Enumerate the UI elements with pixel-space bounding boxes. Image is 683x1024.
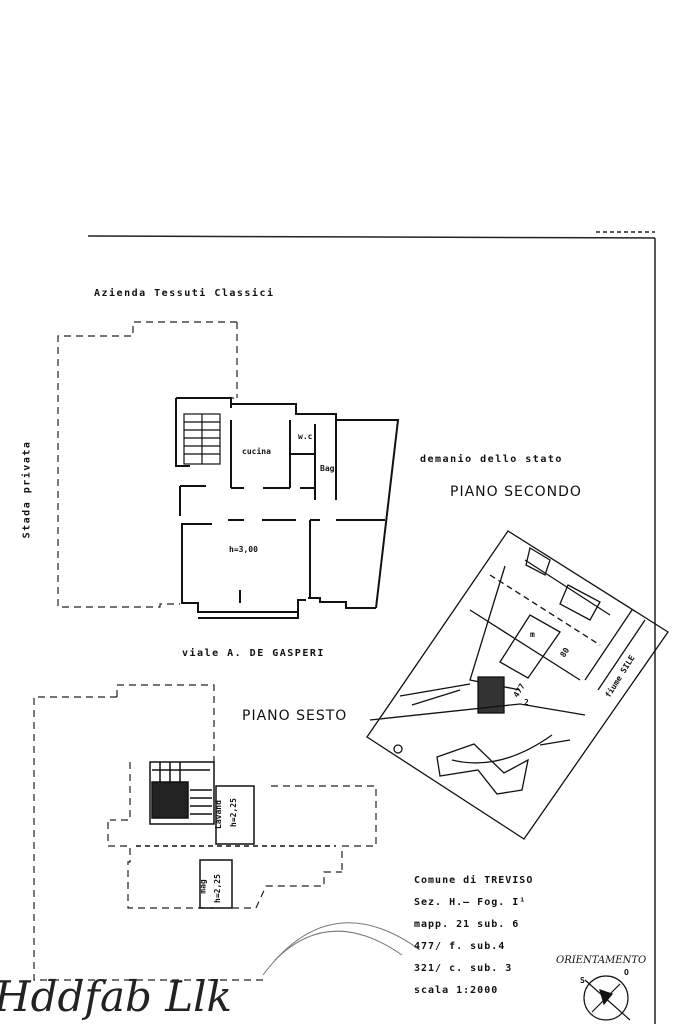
stamp-circle — [262, 922, 421, 976]
piano-secondo-title: PIANO SECONDO — [450, 484, 582, 500]
strada-label: Stada privata — [21, 440, 33, 539]
room-wc: w.c — [298, 432, 313, 441]
site-plan — [366, 530, 669, 840]
map-parcel-2: 2 — [524, 698, 529, 707]
cadastral-comune: Comune di TREVISO — [414, 875, 534, 886]
room-height-magazzino: h=2,25 — [212, 874, 222, 903]
room-lavanderia: Lavand — [213, 800, 223, 829]
room-height-secondo: h=3,00 — [229, 545, 258, 554]
map-parcel-m: m — [530, 630, 535, 639]
cadastral-line5: 321/ c. sub. 3 — [414, 963, 513, 974]
piano-secondo-walls — [175, 397, 400, 619]
compass-rose — [583, 975, 631, 1021]
viale-label: viale A. DE GASPERI — [182, 648, 325, 659]
piano-sesto-walls — [136, 761, 336, 909]
room-bagno: Bag — [320, 464, 335, 473]
cadastral-mappale: mapp. 21 sub. 6 — [414, 919, 520, 930]
piano-sesto-boundary — [33, 684, 377, 981]
piano-sesto-title: PIANO SESTO — [242, 708, 348, 724]
room-height-lavanderia: h=2,25 — [228, 798, 238, 827]
sheet-border — [87, 231, 656, 1024]
compass-north: O — [624, 968, 629, 977]
cadastral-line4: 477/ f. sub.4 — [414, 941, 506, 952]
room-cucina: cucina — [242, 447, 271, 456]
cadastral-scala: scala 1:2000 — [414, 985, 499, 996]
cadastral-block: Comune di TREVISO Sez. H.— Fog. I¹ mapp.… — [414, 870, 533, 1002]
demanio-label: demanio dello stato — [420, 454, 563, 465]
signature: Hddfab Llk — [0, 972, 232, 1021]
cadastral-sezione: Sez. H.— Fog. I¹ — [414, 897, 527, 908]
room-magazzino: mag — [198, 879, 208, 894]
stair-secondo — [183, 413, 221, 465]
orientation-title: ORIENTAMENTO — [556, 955, 647, 966]
azienda-label: Azienda Tessuti Classici — [94, 288, 275, 299]
compass-south: S — [580, 976, 585, 985]
